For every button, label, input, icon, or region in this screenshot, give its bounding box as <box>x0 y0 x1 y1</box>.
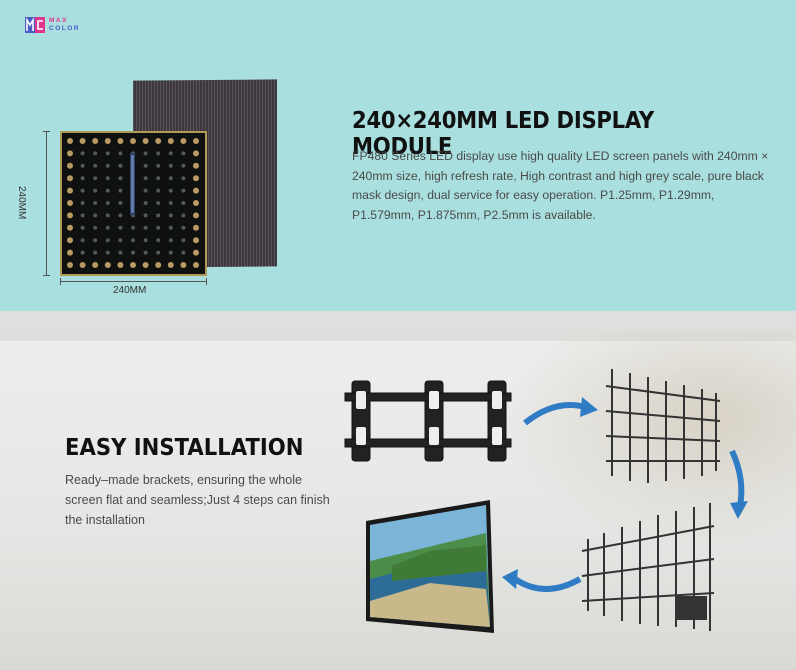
led-module-back-image <box>60 131 207 276</box>
step1-bracket-image <box>344 380 512 462</box>
module-description: FP480 Series LED display use high qualit… <box>352 149 769 222</box>
arrow-left-icon <box>513 576 582 592</box>
installation-steps-diagram <box>344 369 748 633</box>
module-title: 240×240MM LED DISPLAY MODULE <box>352 108 654 160</box>
mc-logo-icon <box>25 17 45 33</box>
installation-description: Ready–made brackets, ensuring the whole … <box>65 473 330 527</box>
height-dimension-label: 240MM <box>16 186 27 220</box>
arrow-right-icon <box>523 402 586 426</box>
brand-name: MAX COLOR <box>49 17 80 33</box>
brand-logo[interactable]: MAX COLOR <box>25 15 80 35</box>
step4-finished-screen-image <box>366 500 494 633</box>
installation-section: EASY INSTALLATION Ready–made brackets, e… <box>0 311 796 670</box>
width-dimension-line <box>60 278 207 285</box>
step3-frame-modules-image <box>581 503 715 631</box>
width-dimension-label: 240MM <box>113 285 147 296</box>
module-section: MAX COLOR 240MM 240MM 240×240MM LED DISP… <box>0 0 796 311</box>
brand-line1: MAX <box>49 17 68 24</box>
brand-line2: COLOR <box>49 25 80 32</box>
pcb-components-graphic <box>67 138 199 268</box>
installation-title: EASY INSTALLATION <box>65 435 304 461</box>
arrow-down-icon <box>729 449 745 507</box>
height-dimension-line <box>43 131 50 276</box>
step2-frame-grid-image <box>605 369 721 483</box>
